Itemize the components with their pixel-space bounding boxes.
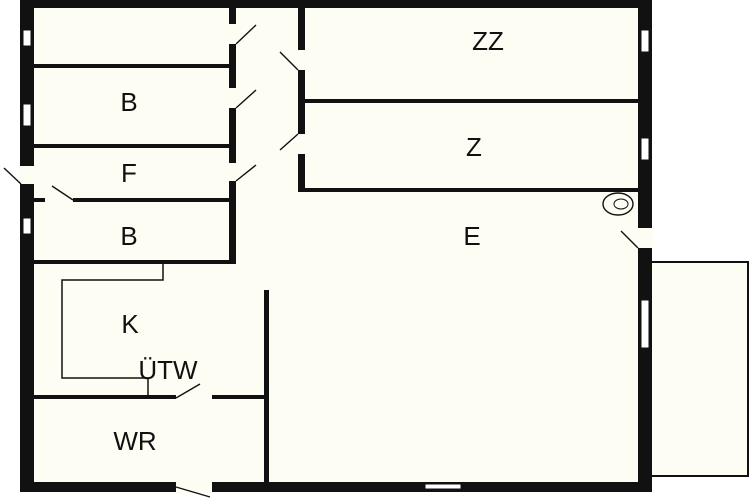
door-opening-bottom <box>176 481 212 493</box>
door-opening-left-3 <box>228 163 238 181</box>
room-label-b-upper: B <box>120 87 137 117</box>
wall-left-h4 <box>30 260 236 264</box>
room-label-e: E <box>463 221 480 251</box>
outer-wall-top <box>20 0 652 8</box>
wall-right-rooms-spine <box>298 5 305 192</box>
room-label-f: F <box>121 158 137 188</box>
kitchen-counter-outline <box>61 264 164 396</box>
door-opening-left-1 <box>228 24 238 44</box>
door-opening-right-2 <box>296 134 306 154</box>
wall-kitchen-divider <box>264 290 269 484</box>
wall-wr-top <box>30 395 268 399</box>
boiler-icon <box>602 192 634 216</box>
door-opening-balcony <box>637 228 653 248</box>
door-opening-right-1 <box>296 50 306 70</box>
wall-left-h2 <box>30 144 233 148</box>
room-label-wr: WR <box>113 426 156 456</box>
floor-area <box>20 3 650 491</box>
wall-left-h1 <box>30 64 233 68</box>
wall-left-rooms-spine <box>229 5 236 263</box>
door-swing-icon <box>3 24 639 498</box>
wall-zz-z <box>300 99 642 103</box>
room-label-utw: ÜTW <box>138 355 198 385</box>
balcony-area <box>649 261 749 477</box>
outer-wall-bottom <box>20 482 652 492</box>
room-label-zz: ZZ <box>472 26 504 56</box>
room-label-k: K <box>121 309 139 339</box>
door-opening-left-2 <box>228 88 238 108</box>
room-label-b-lower: B <box>120 221 137 251</box>
wall-z-e <box>300 188 642 192</box>
window-icon <box>22 29 650 490</box>
room-label-z: Z <box>466 132 482 162</box>
wall-left-h3 <box>30 198 233 202</box>
door-opening-wr <box>176 394 212 400</box>
outer-wall-left <box>20 0 34 492</box>
door-opening-f-b <box>45 197 73 203</box>
door-opening-entry-left <box>19 166 35 184</box>
